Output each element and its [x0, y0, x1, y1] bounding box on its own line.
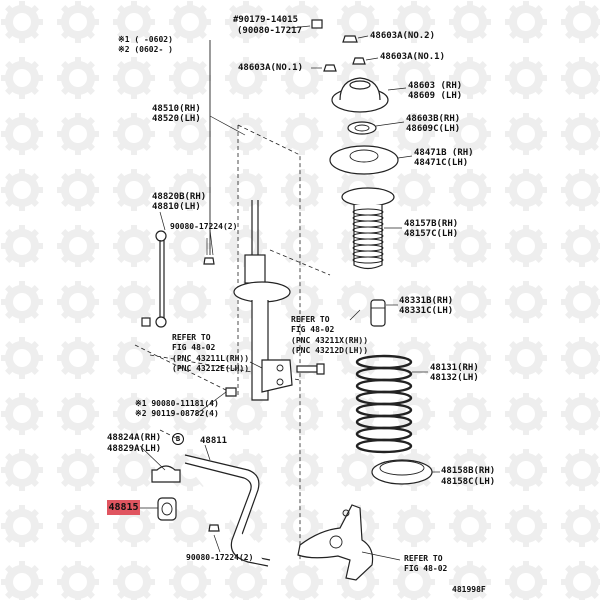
label-stabilizer[interactable]: 48811: [200, 436, 228, 446]
upper-nuts: [311, 35, 379, 72]
label-strut-lh[interactable]: 48520(LH): [152, 114, 201, 124]
label-boot-rh[interactable]: 48157B(RH): [404, 219, 459, 229]
leader-lines: [194, 309, 361, 416]
label-insulator-rh[interactable]: 48158B(RH): [441, 466, 496, 476]
label-link-lh[interactable]: 48810(LH): [152, 202, 201, 212]
note-2: ※2 (0602- ): [118, 45, 173, 54]
label-bolt-top-1[interactable]: #90179-14015: [233, 15, 299, 25]
label-bracket-rh[interactable]: 48824A(RH): [107, 433, 162, 443]
bump-stopper: [370, 299, 398, 327]
label-mount-lh[interactable]: 48609 (LH): [408, 91, 463, 101]
label-bump-lh[interactable]: 48331C(LH): [399, 306, 454, 316]
stabilizer-bar: [184, 444, 271, 567]
label-nut-no1-right[interactable]: 48603A(NO.1): [380, 52, 446, 62]
refer-left-1[interactable]: REFER TO: [172, 333, 211, 342]
steering-knuckle: [297, 504, 401, 581]
bearing: [347, 121, 405, 135]
label-link-nut[interactable]: 90080-17224(2): [170, 222, 238, 231]
label-spring-lh[interactable]: 48132(LH): [430, 373, 479, 383]
label-mount-rh[interactable]: 48603 (RH): [408, 81, 463, 91]
refer-bottom-1[interactable]: REFER TO: [404, 554, 443, 563]
refer-right-4[interactable]: (PNC 43212D(LH)): [291, 346, 369, 355]
refer-right-1[interactable]: REFER TO: [291, 315, 330, 324]
top-bolt: [209, 19, 323, 256]
refer-left-4[interactable]: (PNC 43212E(LH)): [172, 364, 250, 373]
refer-right-2[interactable]: FIG 48-02: [291, 325, 335, 334]
label-bottom-nut[interactable]: 90080-17224(2): [186, 553, 254, 562]
refer-right-3[interactable]: (PNC 43211X(RH)): [291, 336, 369, 345]
label-bump-rh[interactable]: 48331B(RH): [399, 296, 454, 306]
strut-bolt: [225, 363, 325, 397]
callout-b: B: [172, 433, 184, 445]
stabilizer-bushing: [140, 497, 177, 521]
upper-mount: [331, 77, 407, 113]
label-spring-rh[interactable]: 48131(RH): [430, 363, 479, 373]
refer-bottom-2[interactable]: FIG 48-02: [404, 564, 448, 573]
refer-left-3[interactable]: (PNC 43211L(RH)): [172, 354, 250, 363]
label-bolt-strut-2[interactable]: ※2 90119-08782(4): [135, 409, 219, 418]
coil-spring: [355, 354, 413, 454]
spring-lower-insulator: [371, 459, 440, 485]
label-bushing-highlighted[interactable]: 48815: [107, 500, 140, 515]
spring-upper-seat: [329, 145, 413, 175]
label-bracket-lh[interactable]: 48829A(LH): [107, 444, 162, 454]
figure-id: 481998F: [452, 585, 486, 594]
label-nut-no2[interactable]: 48603A(NO.2): [370, 31, 436, 41]
label-strut-rh[interactable]: 48510(RH): [152, 104, 201, 114]
note-1: ※1 ( -0602): [118, 35, 173, 44]
strut-assembly: [209, 115, 293, 401]
stabilizer-bracket: [139, 445, 181, 483]
label-link-rh[interactable]: 48820B(RH): [152, 192, 207, 202]
label-bolt-top-2[interactable]: (90080-17217: [237, 26, 303, 36]
stabilizer-link: [141, 211, 215, 328]
dust-boot: [341, 187, 402, 270]
label-nut-no1-left[interactable]: 48603A(NO.1): [238, 63, 304, 73]
label-bearing-lh[interactable]: 48609C(LH): [406, 124, 461, 134]
refer-left-2[interactable]: FIG 48-02: [172, 343, 216, 352]
label-insulator-lh[interactable]: 48158C(LH): [441, 477, 496, 487]
label-seat-lh[interactable]: 48471C(LH): [414, 158, 469, 168]
label-bearing-rh[interactable]: 48603B(RH): [406, 114, 461, 124]
label-bolt-strut-1[interactable]: ※1 90080-11181(4): [135, 399, 219, 408]
label-boot-lh[interactable]: 48157C(LH): [404, 229, 459, 239]
label-seat-rh[interactable]: 48471B (RH): [414, 148, 474, 158]
